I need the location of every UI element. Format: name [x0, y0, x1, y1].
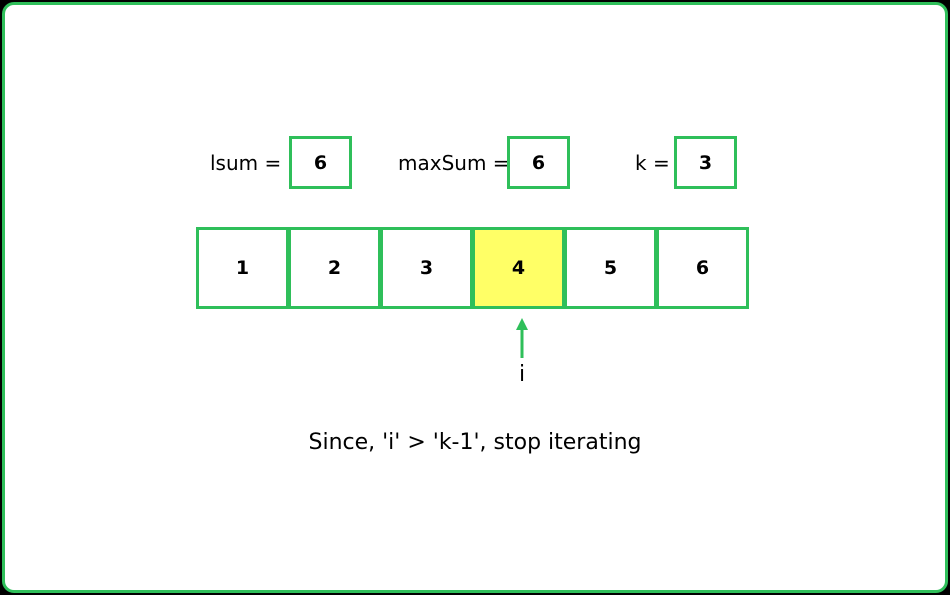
- caption: Since, 'i' > 'k-1', stop iterating: [308, 430, 642, 455]
- array-cell: 6: [656, 227, 749, 309]
- array-cell: 3: [380, 227, 473, 309]
- k-label: k =: [635, 151, 670, 175]
- maxsum-value-box: 6: [507, 136, 570, 189]
- k-value-box: 3: [674, 136, 737, 189]
- maxsum-label: maxSum =: [398, 151, 510, 175]
- array-cell-highlighted: 4: [472, 227, 565, 309]
- array-cell: 2: [288, 227, 381, 309]
- array-cell: 1: [196, 227, 289, 309]
- array-cell: 5: [564, 227, 657, 309]
- array: 1 2 3 4 5 6: [196, 227, 749, 309]
- pointer-label: i: [518, 362, 526, 387]
- lsum-label: lsum =: [210, 151, 282, 175]
- lsum-value-box: 6: [289, 136, 352, 189]
- up-arrow-icon: [516, 318, 528, 358]
